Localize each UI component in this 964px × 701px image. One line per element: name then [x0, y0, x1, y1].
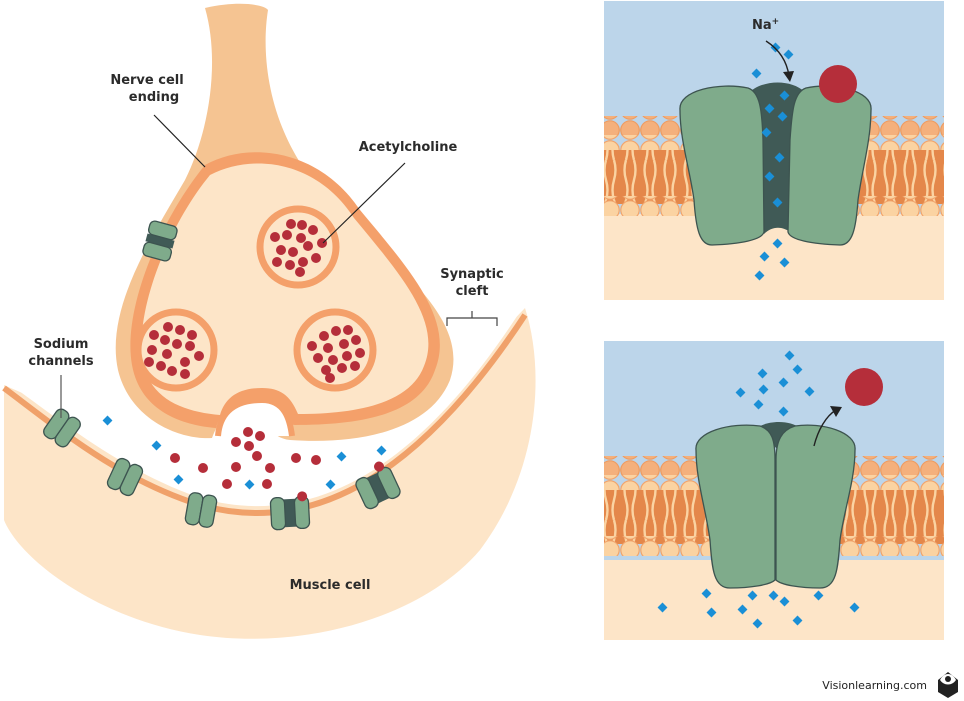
- panel-channel-open: Na+: [604, 1, 944, 300]
- sodium-channel: [43, 408, 81, 448]
- acetylcholine-bound: [819, 65, 857, 103]
- visionlearning-logo-icon: [938, 672, 958, 698]
- acetylcholine-released: [845, 368, 883, 406]
- sodium-channel-open: [269, 491, 311, 531]
- label-sodium-2: channels: [28, 354, 94, 369]
- acetylcholine-leader-line: [322, 162, 406, 244]
- synapse-illustration: Nerve cell ending Acetylcholine Synaptic…: [2, 3, 536, 639]
- arrowhead-icon: [830, 406, 842, 417]
- panel-channel-closed: [604, 341, 944, 640]
- vesicle: [293, 308, 377, 392]
- label-na-ion: Na+: [752, 17, 779, 33]
- vesicle: [134, 308, 218, 392]
- channel-left-subunit: [679, 85, 765, 246]
- channel-right-subunit: [775, 424, 856, 589]
- label-nerve-cell-1: Nerve cell: [110, 73, 183, 88]
- channel-left-subunit: [695, 424, 776, 589]
- label-nerve-cell-2: ending: [129, 90, 179, 105]
- sodium-ions: [751, 42, 794, 281]
- label-synaptic-2: cleft: [456, 284, 489, 299]
- sodium-channel: [106, 457, 144, 497]
- acetylcholine-molecules: [170, 427, 321, 489]
- label-synaptic-1: Synaptic: [440, 267, 504, 282]
- cleft-bracket: [446, 311, 498, 326]
- sodium-ions: [102, 415, 387, 490]
- nerve-leader-line: [153, 114, 206, 168]
- label-muscle-cell: Muscle cell: [290, 578, 371, 593]
- label-acetylcholine: Acetylcholine: [359, 140, 458, 155]
- label-sodium-1: Sodium: [34, 337, 89, 352]
- vesicle: [256, 205, 340, 289]
- arrowhead-icon: [783, 71, 794, 82]
- sodium-channel: [184, 492, 218, 528]
- sodium-channel-open: [355, 461, 401, 510]
- credit-text: Visionlearning.com: [822, 679, 927, 692]
- sodium-channel: [142, 220, 178, 262]
- sodium-ions: [657, 350, 860, 629]
